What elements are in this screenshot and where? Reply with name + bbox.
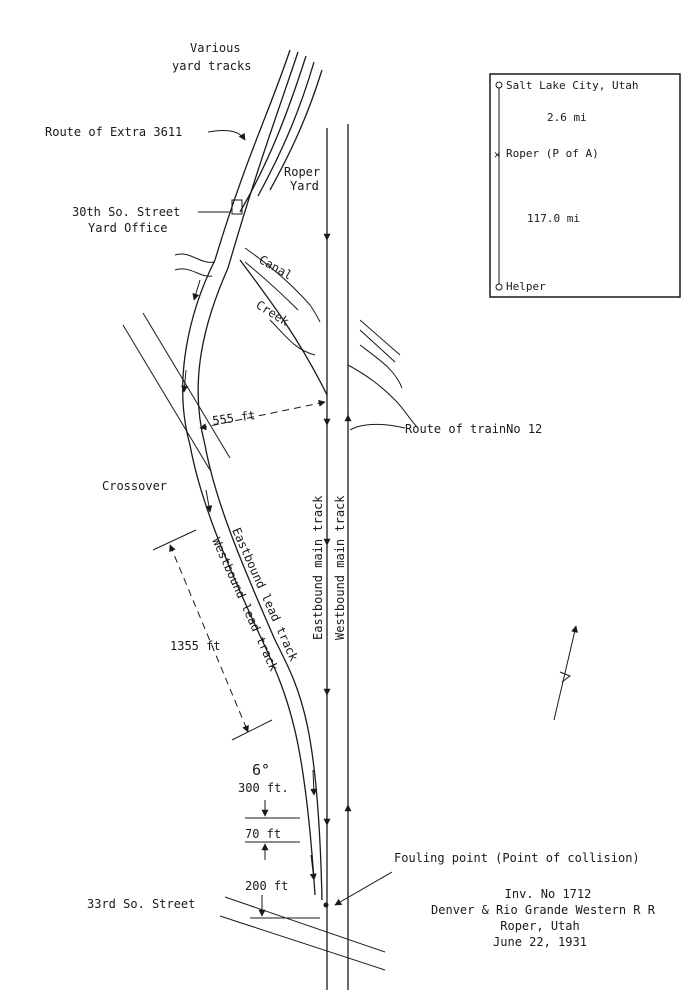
- yard-office-box: [231, 199, 243, 215]
- label-yard-tracks: yard tracks: [172, 59, 251, 73]
- crossing-line-a: [122, 324, 211, 471]
- crossing-line-b: [142, 312, 231, 459]
- track-arrows: [181, 215, 352, 881]
- route-extra-leader: [207, 129, 246, 141]
- canal-lines: [174, 247, 419, 429]
- label-various: Various: [190, 41, 241, 55]
- street-line-a: [224, 896, 386, 953]
- inset-d2: 117.0 mi: [527, 212, 580, 225]
- dim-1355: [152, 529, 273, 741]
- collision-point: [323, 902, 329, 908]
- inset-slc: Salt Lake City, Utah: [506, 79, 638, 92]
- label-westbound-main: Westbound main track: [333, 495, 347, 640]
- label-roper: Roper: [284, 165, 320, 179]
- label-route-extra: Route of Extra 3611: [45, 125, 182, 139]
- label-canal: Canal: [257, 252, 295, 282]
- inset-d1: 2.6 mi: [547, 111, 587, 124]
- label-555: 555 ft: [211, 408, 256, 428]
- label-300: 300 ft.: [238, 781, 289, 795]
- label-yard: Yard: [290, 179, 319, 193]
- caption-inv: Inv. No 1712: [505, 887, 592, 901]
- label-crossover: Crossover: [102, 479, 167, 493]
- yard-tracks: [214, 49, 323, 269]
- caption: Inv. No 1712 Denver & Rio Grande Western…: [431, 887, 656, 949]
- label-200: 200 ft: [245, 879, 288, 893]
- label-70: 70 ft: [245, 827, 281, 841]
- caption-road: Denver & Rio Grande Western R R: [431, 903, 656, 917]
- north-arrow-icon: [553, 625, 578, 721]
- dim-ladder: [245, 800, 320, 919]
- fouling-leader: [334, 871, 393, 906]
- label-yard-office-2: Yard Office: [88, 221, 167, 235]
- caption-place: Roper, Utah: [500, 919, 579, 933]
- label-eastbound-main: Eastbound main track: [311, 495, 325, 640]
- caption-date: June 22, 1931: [493, 935, 587, 949]
- inset-roper: Roper (P of A): [506, 147, 599, 160]
- label-fouling: Fouling point (Point of collision): [394, 851, 640, 865]
- label-curve: 6°: [252, 761, 270, 779]
- dim-555-line: [199, 399, 326, 431]
- label-33rd: 33rd So. Street: [87, 897, 195, 911]
- train12-leader: [349, 423, 406, 431]
- inset-helper: Helper: [506, 280, 546, 293]
- label-yard-office-1: 30th So. Street: [72, 205, 180, 219]
- label-1355: 1355 ft: [170, 639, 221, 653]
- label-creek: Creek: [253, 298, 292, 329]
- yard-branch: [239, 259, 328, 396]
- label-train12: Route of trainNo 12: [405, 422, 542, 436]
- street-line-b: [219, 915, 386, 971]
- inset-roper-marker: ✕: [494, 148, 501, 161]
- location-inset: ✕ Salt Lake City, Utah 2.6 mi Roper (P o…: [489, 73, 681, 298]
